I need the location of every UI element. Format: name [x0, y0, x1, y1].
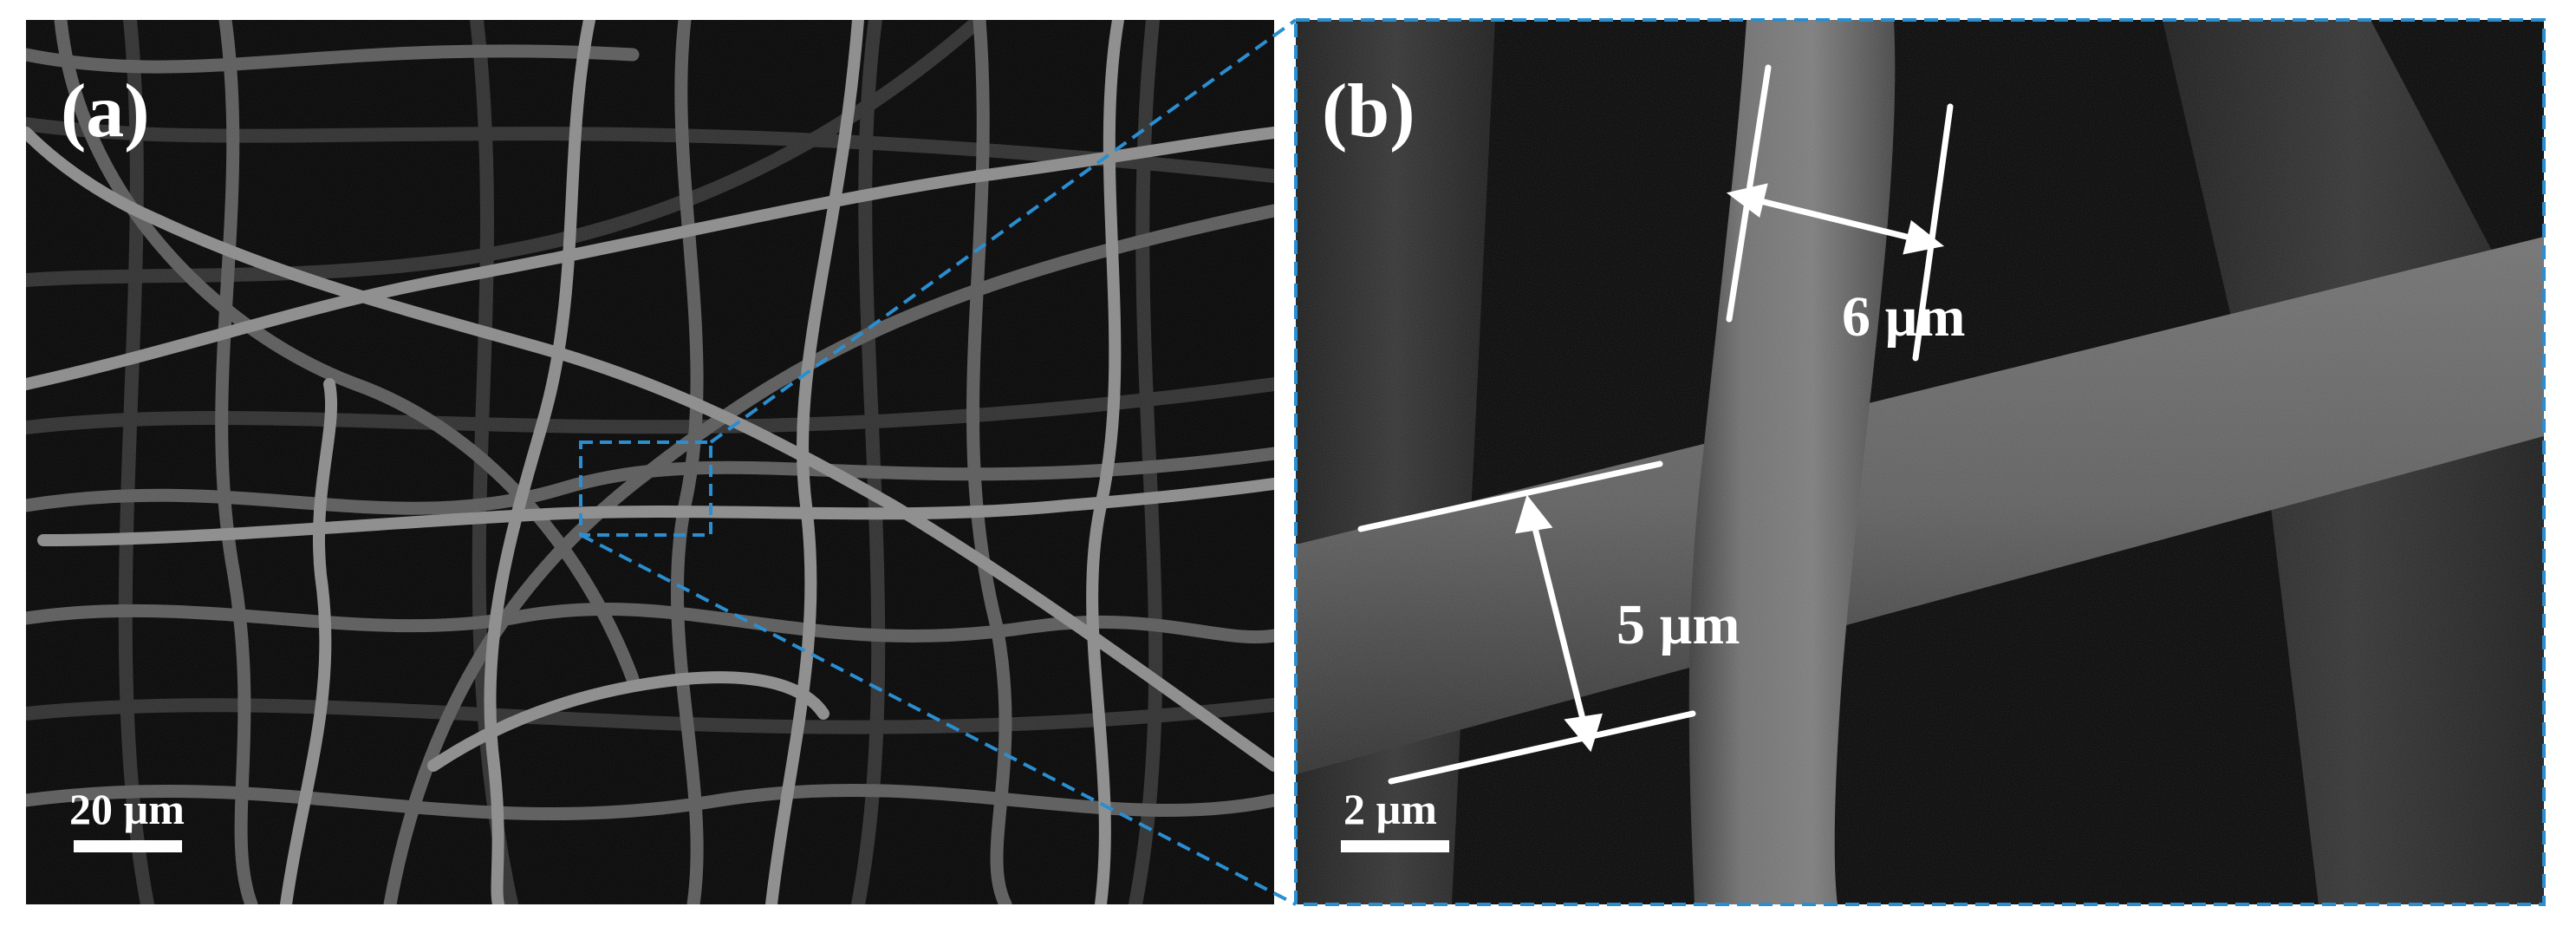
panel-b-micrograph: 6 µm 5 µm (b) 2 µm — [1296, 20, 2544, 904]
zoom-connector-bottom-line — [580, 533, 1297, 906]
panel-a-scale-text: 20 µm — [69, 785, 185, 833]
zoom-connector-top-line — [709, 18, 1298, 444]
panel-a-scale-bar — [74, 840, 182, 852]
width-measurement-top — [1726, 64, 1954, 362]
panel-b-zoom-outline — [1294, 18, 2546, 906]
zoom-region-box — [579, 440, 712, 537]
panel-b-scale-text: 2 µm — [1343, 785, 1437, 833]
width-measurement-left — [1357, 460, 1696, 785]
panel-b-scale-bar — [1341, 840, 1449, 852]
fiber-network-image — [26, 20, 1274, 904]
measurement-label-5um: 5 µm — [1617, 593, 1740, 656]
panel-b-label: (b) — [1322, 69, 1415, 153]
panel-a-micrograph: (a) 20 µm — [26, 20, 1274, 904]
panel-a-label: (a) — [61, 69, 150, 153]
measurement-label-6um: 6 µm — [1842, 285, 1966, 349]
crossed-fibers-image — [1296, 20, 2544, 904]
